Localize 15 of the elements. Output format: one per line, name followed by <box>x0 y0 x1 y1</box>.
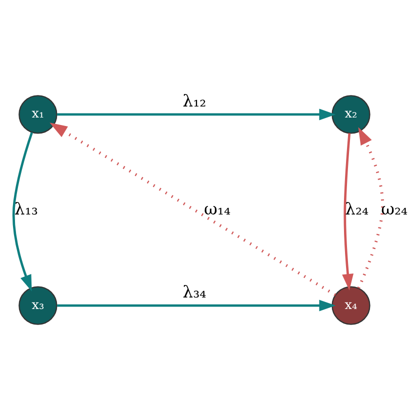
arrow <box>357 127 384 289</box>
arrow <box>57 108 336 120</box>
node-circle: x₁ <box>18 95 58 134</box>
arrow <box>12 132 34 292</box>
edge-label: ω₂₄ <box>381 199 408 218</box>
edge-label: λ₁₃ <box>14 199 38 218</box>
edge-label: λ₁₂ <box>182 91 206 110</box>
edge-label: λ₃₄ <box>182 282 206 302</box>
arrow <box>57 300 336 312</box>
arrow <box>342 133 354 290</box>
node-circle: x₃ <box>18 286 58 325</box>
edge-label: ω₁₄ <box>204 199 231 218</box>
node-circle: x₂ <box>332 95 370 134</box>
node-circle: x₄ <box>332 286 370 325</box>
arrow <box>50 122 336 296</box>
